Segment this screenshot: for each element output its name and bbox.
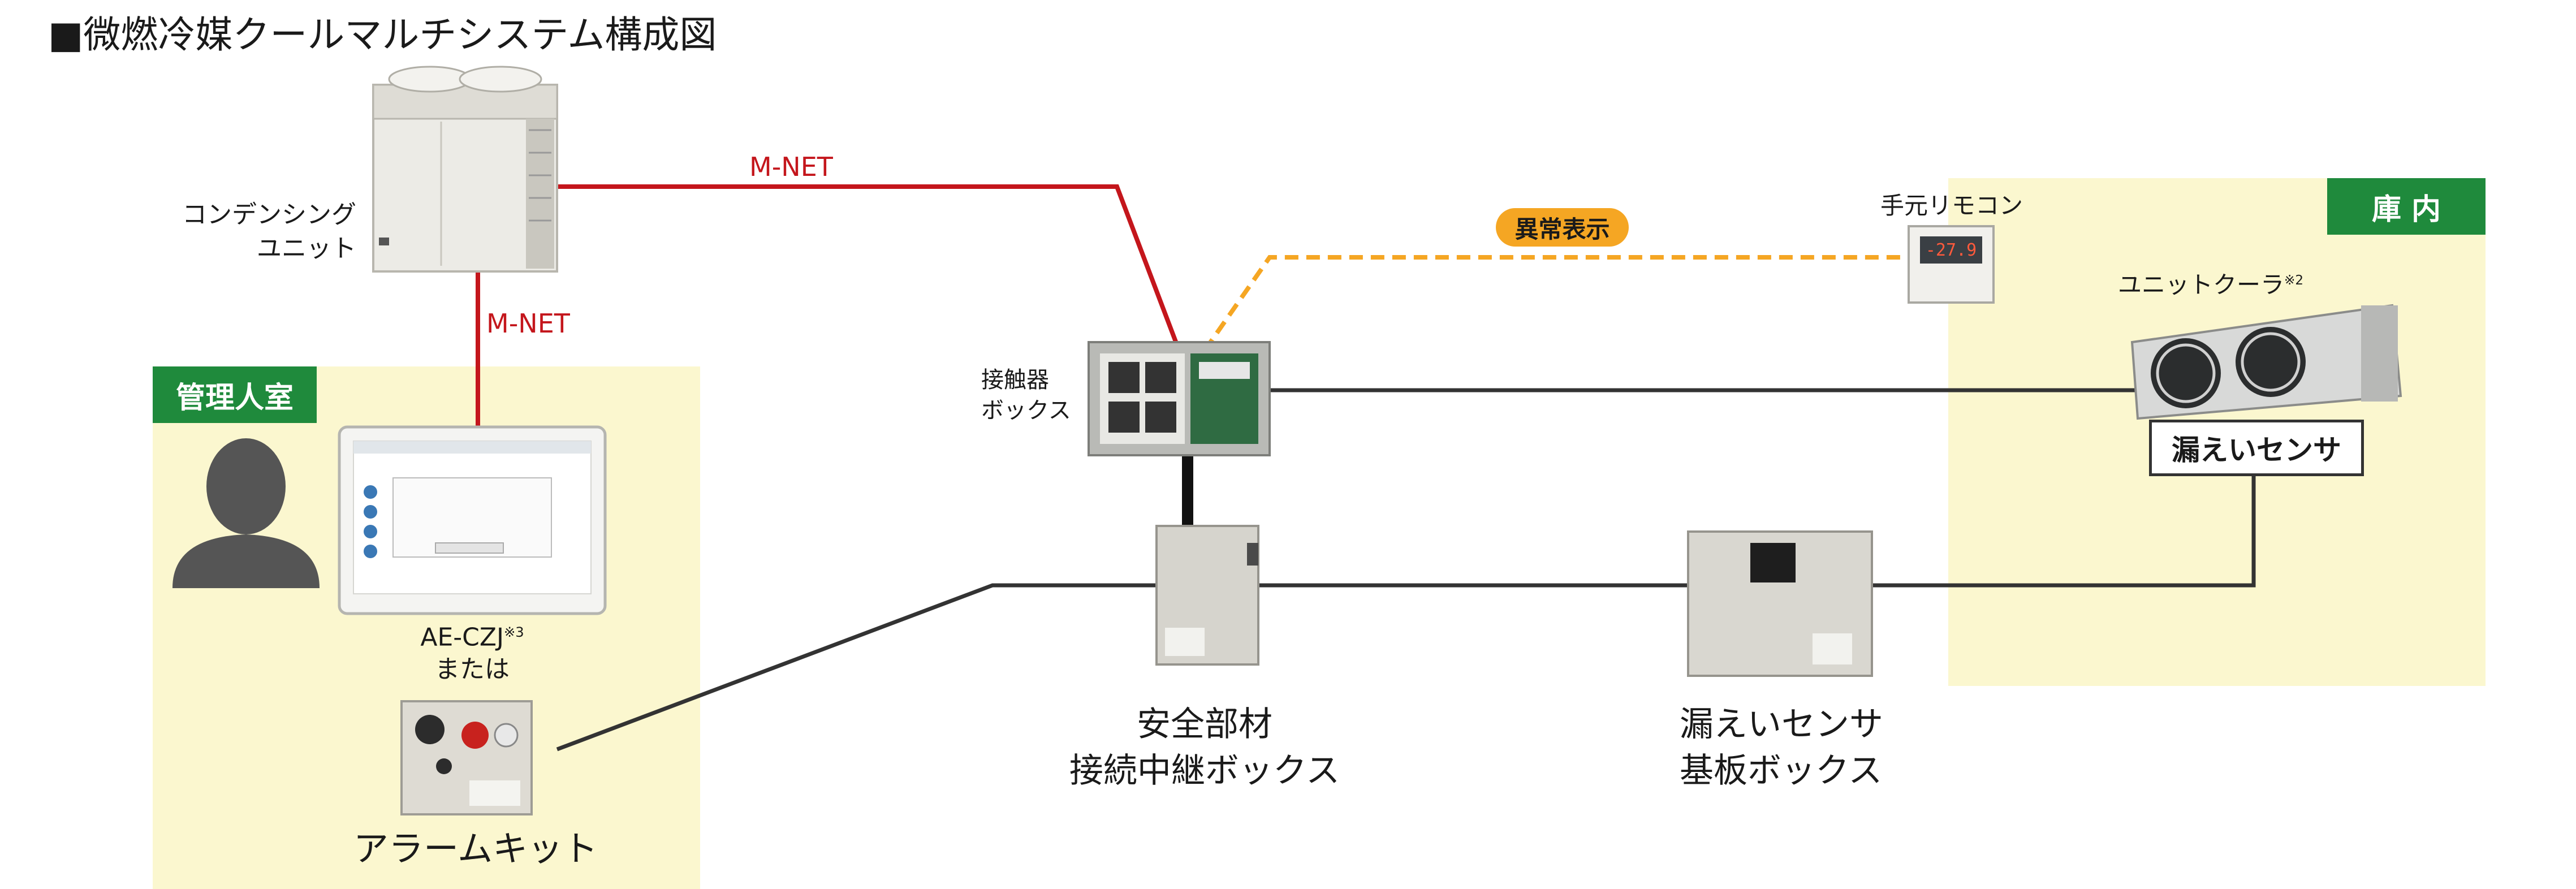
remote-display-text: -27.9 [1926,240,1977,260]
leak-sensor-label: 漏えいセンサ [2149,420,2364,476]
unit-cooler-image [2130,304,2402,420]
abnormal-line [1202,255,1909,352]
ae-czj-note: ※3 [503,624,524,640]
remote-controller-label: 手元リモコン [1880,192,2023,219]
condensing-unit-label-line2: ユニット [257,234,356,263]
condensing-unit-image [372,66,558,273]
safety-box-label-line2: 接続中継ボックス [1069,751,1340,791]
safety-box-label: 安全部材 接続中継ボックス [1035,701,1374,794]
person-icon [172,438,320,588]
or-label: または [435,654,510,684]
sensor-board-box-image [1687,530,1873,677]
admin-room-tag: 管理人室 [153,366,317,423]
mnet-line-top [557,184,1181,352]
mnet-label-top: M-NET [749,152,833,182]
contactor-box-image [1088,341,1271,456]
ae-czj-label: AE-CZJ※3 または [373,616,571,685]
sensor-box-label-line2: 基板ボックス [1680,751,1883,791]
contactor-box-label: 接触器 ボックス [981,365,1071,426]
remote-controller-image: -27.9 [1908,225,1995,304]
sensor-to-leak-line [1872,474,2256,588]
safety-relay-box-image [1155,525,1259,666]
contactor-box-label-line2: ボックス [981,398,1071,424]
safety-box-label-line1: 安全部材 [1137,705,1272,744]
alarm-kit-image [400,700,533,815]
sensor-box-label-line1: 漏えいセンサ [1680,705,1883,744]
condensing-unit-label: コンデンシング ユニット [161,198,356,266]
unit-cooler-note: ※2 [2284,273,2304,288]
mnet-label-left: M-NET [486,308,570,339]
condensing-unit-label-line1: コンデンシング [182,200,356,229]
alarm-kit-label: アラームキット [353,828,598,869]
in-store-tag: 庫 内 [2327,178,2486,235]
unit-cooler-label-text: ユニットクーラ [2118,271,2285,299]
ae-czj-screen-image [338,425,607,615]
page-title: ■微燃冷媒クールマルチシステム構成図 [48,13,717,57]
abnormal-display-badge: 異常表示 [1496,208,1629,247]
ae-czj-label-text: AE-CZJ [420,623,504,652]
alarm-to-safety-line [556,583,1157,752]
sensor-box-label: 漏えいセンサ 基板ボックス [1680,701,1883,794]
unit-cooler-label: ユニットクーラ※2 [2118,266,2303,300]
contactor-box-label-line1: 接触器 [981,367,1049,393]
